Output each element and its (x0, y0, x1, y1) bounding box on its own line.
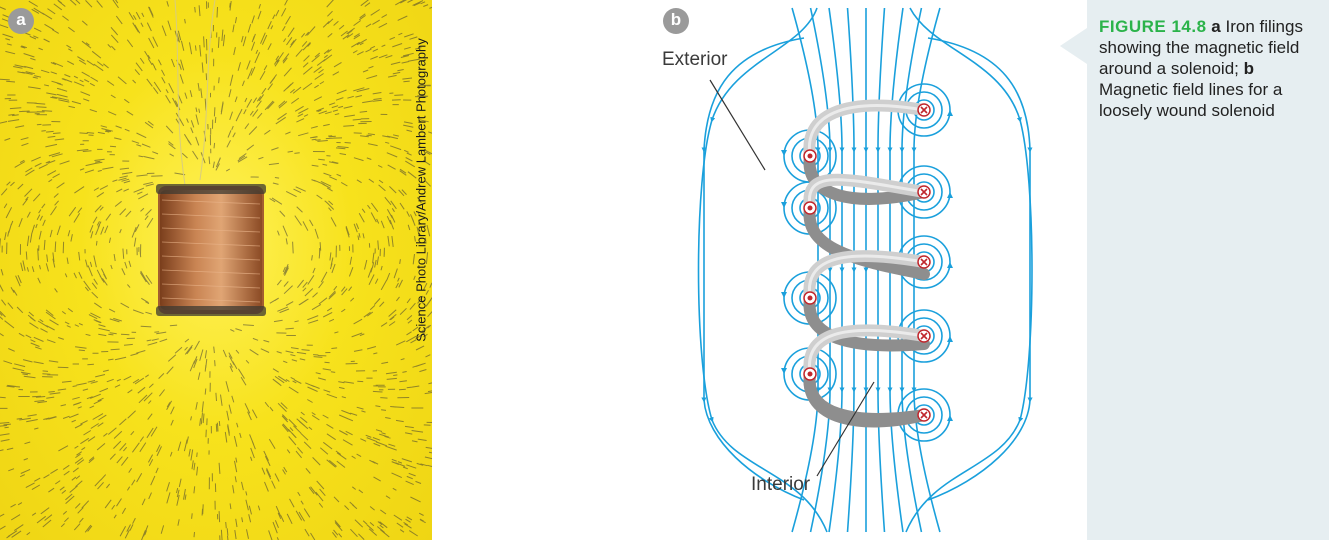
panel-b-badge: b (663, 8, 689, 34)
cross-in-circle-icon (918, 256, 930, 268)
copper-coil (156, 184, 266, 316)
dot-in-circle-icon (804, 292, 816, 304)
dot-in-circle-icon (804, 202, 816, 214)
cross-in-circle-icon (918, 104, 930, 116)
panel-b-diagram: b Exterior Interior (432, 0, 1087, 540)
exterior-label: Exterior (662, 49, 727, 71)
cross-in-circle-icon (918, 186, 930, 198)
cross-in-circle-icon (918, 409, 930, 421)
figure-caption: FIGURE 14.8 a Iron filings showing the m… (1099, 16, 1324, 121)
figure-number: FIGURE 14.8 (1099, 17, 1207, 36)
exterior-leader-line (710, 80, 765, 170)
cross-in-circle-icon (918, 330, 930, 342)
interior-label: Interior (751, 474, 810, 496)
dot-in-circle-icon (804, 368, 816, 380)
iron-filings-image (0, 0, 432, 540)
dot-in-circle-icon (804, 150, 816, 162)
solenoid-field-diagram (432, 0, 1087, 540)
field-line (699, 8, 828, 532)
caption-part-b-letter: b (1244, 59, 1254, 78)
field-line (848, 8, 854, 532)
field-line (704, 38, 804, 500)
panel-a-photo: a Science Photo Library/Andrew Lambert P… (0, 0, 432, 540)
caption-pointer (1060, 28, 1087, 64)
caption-part-b-text: Magnetic field lines for a loosely wound… (1099, 80, 1282, 120)
caption-part-a-letter: a (1211, 17, 1220, 36)
photo-credit: Science Photo Library/Andrew Lambert Pho… (414, 38, 429, 342)
panel-a-badge: a (8, 8, 34, 34)
